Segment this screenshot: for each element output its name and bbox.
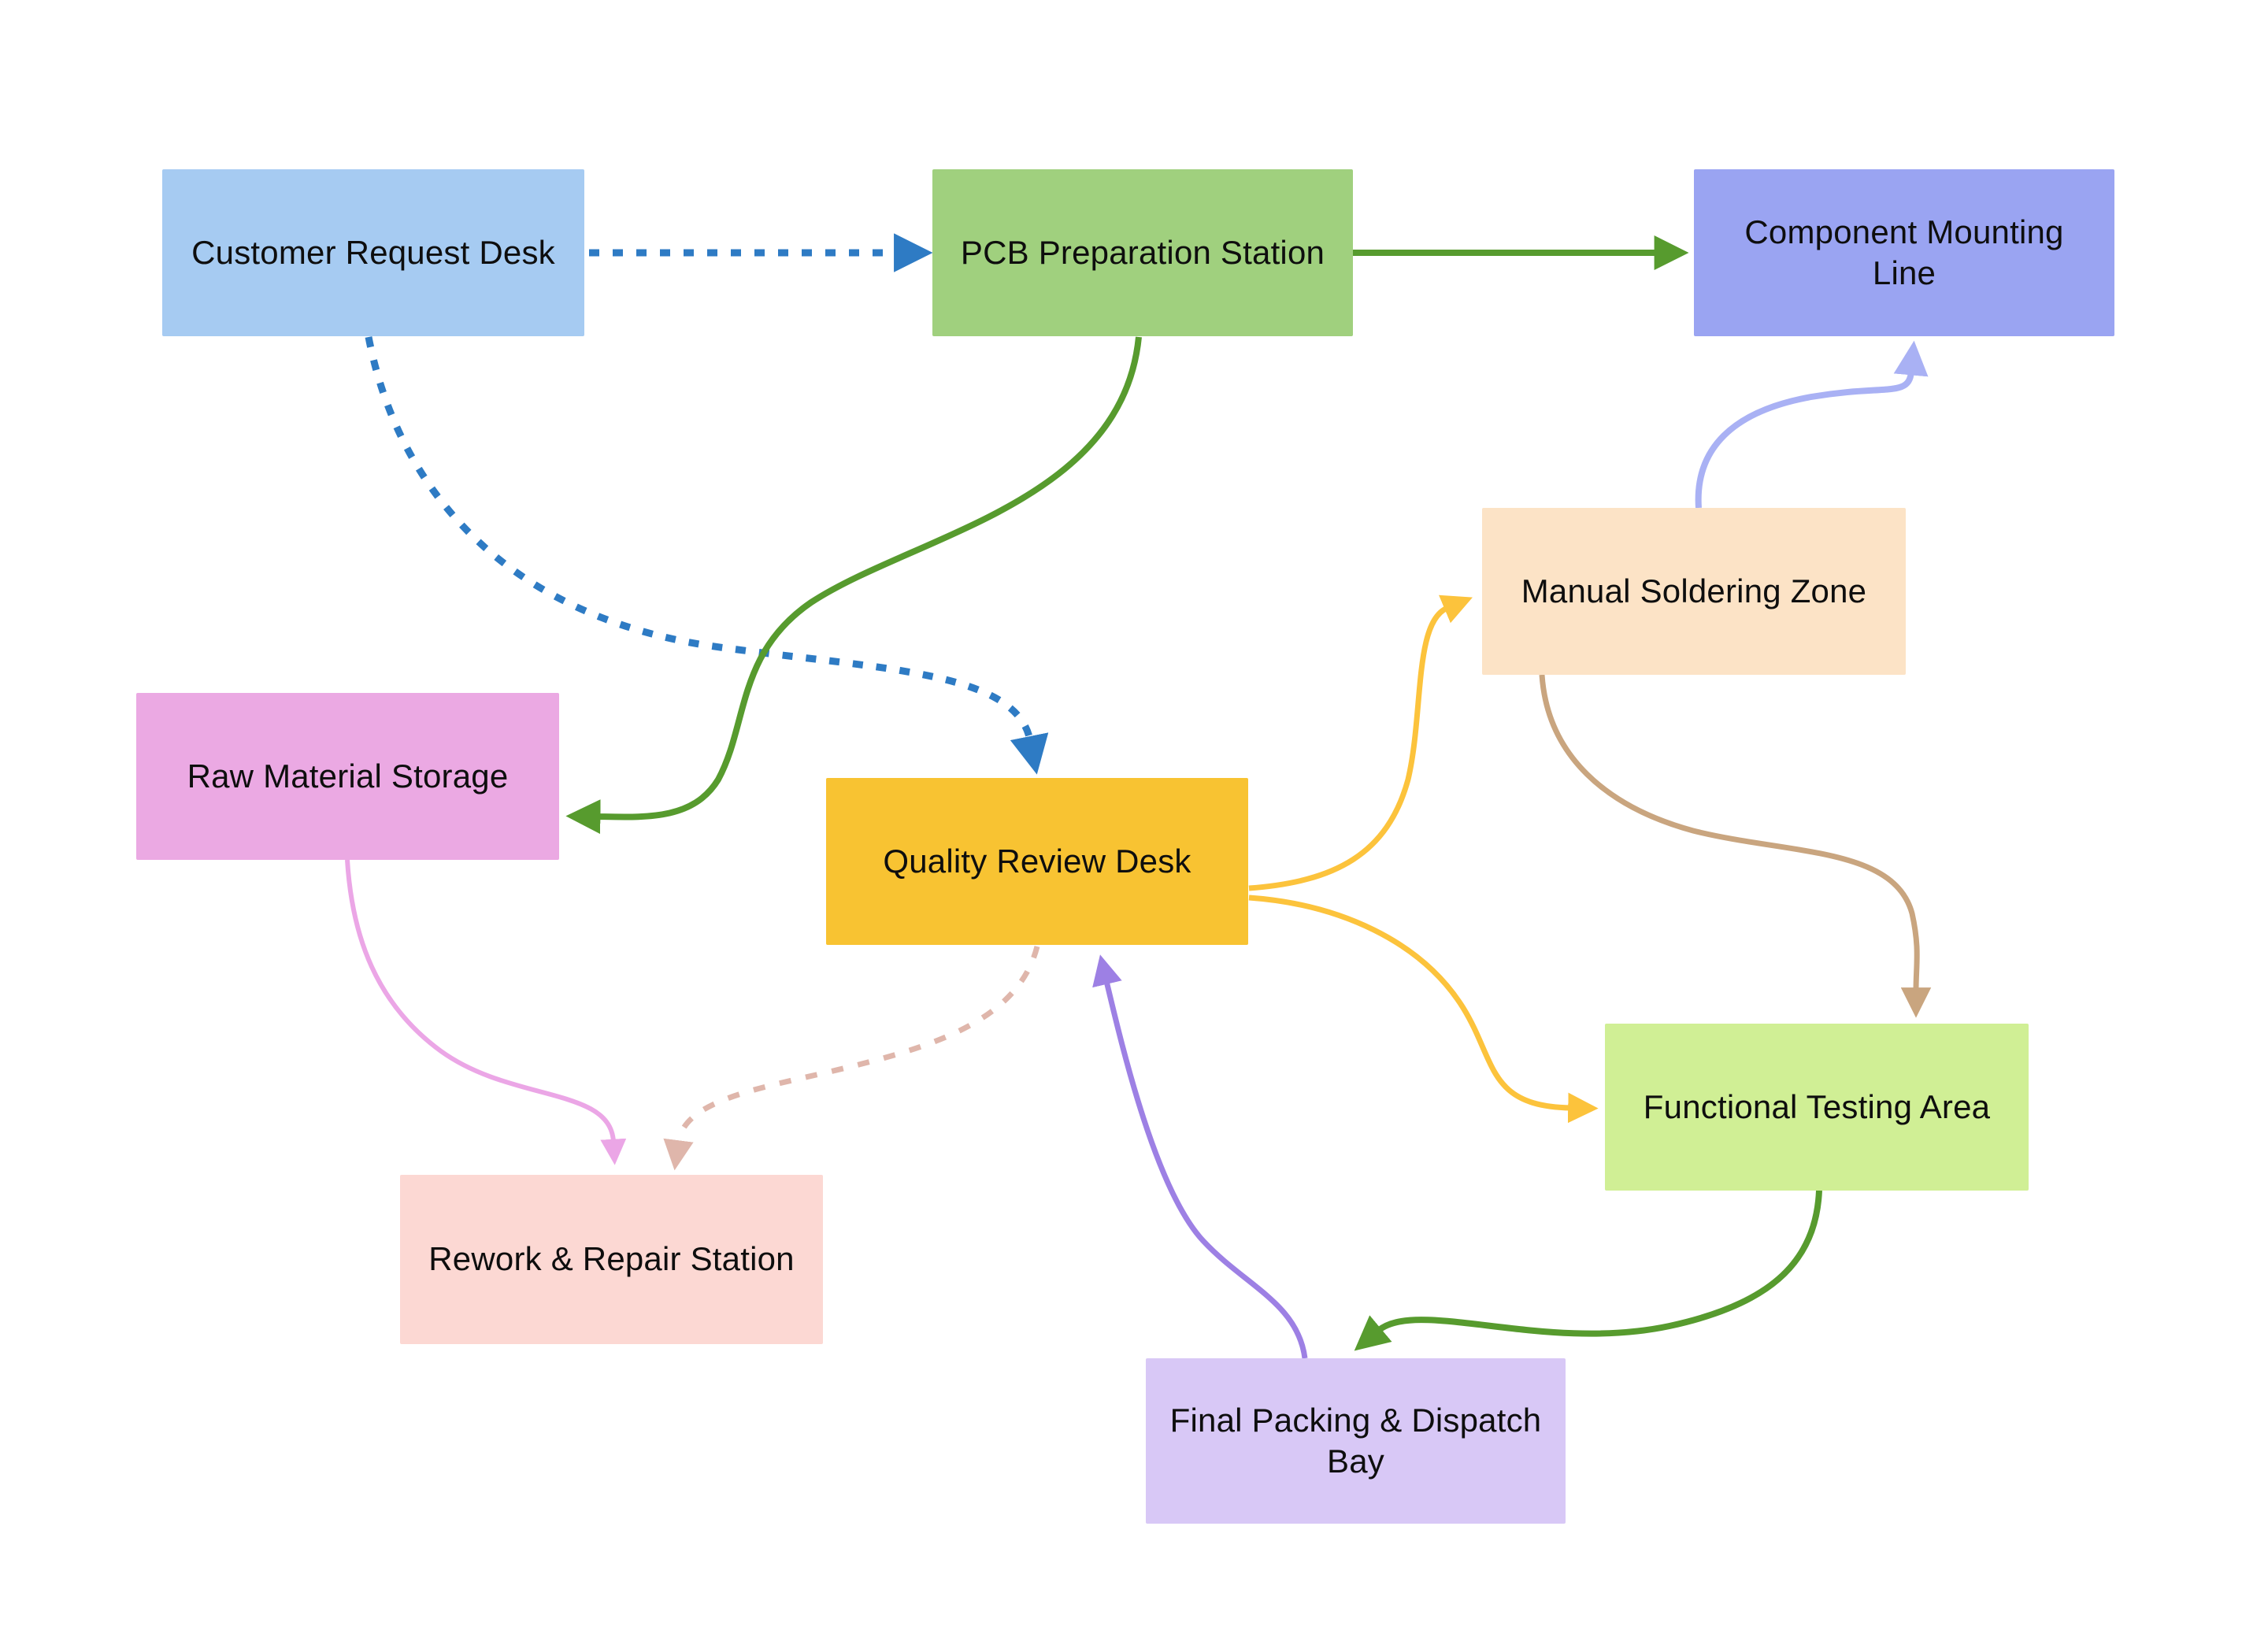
node-pcb-preparation-station[interactable]: PCB Preparation Station bbox=[932, 169, 1353, 336]
node-label: Manual Soldering Zone bbox=[1521, 572, 1867, 609]
edge-customer-request-desk-to-quality-review-desk bbox=[365, 336, 1049, 775]
node-label: Component Mounting Line bbox=[1744, 213, 2064, 292]
edge-raw-material-storage-to-rework-repair-station bbox=[345, 859, 627, 1165]
edge-quality-review-desk-to-rework-repair-station bbox=[663, 946, 1040, 1171]
node-label: Functional Testing Area bbox=[1643, 1087, 1991, 1125]
edge-functional-testing-area-to-final-packing-dispatch-bay bbox=[1354, 1190, 1822, 1351]
node-final-packing-dispatch-bay[interactable]: Final Packing & Dispatch Bay bbox=[1146, 1358, 1566, 1524]
node-functional-testing-area[interactable]: Functional Testing Area bbox=[1605, 1024, 2029, 1191]
node-label: Rework & Repair Station bbox=[428, 1240, 795, 1278]
node-label: Final Packing & Dispatch Bay bbox=[1169, 1401, 1542, 1480]
node-quality-review-desk[interactable]: Quality Review Desk bbox=[826, 778, 1248, 945]
node-label: Customer Request Desk bbox=[191, 233, 555, 271]
edge-manual-soldering-zone-to-component-mounting-line bbox=[1695, 340, 1929, 509]
edge-quality-review-desk-to-manual-soldering-zone bbox=[1248, 594, 1473, 891]
edge-quality-review-desk-to-functional-testing-area bbox=[1248, 895, 1599, 1124]
node-label: PCB Preparation Station bbox=[960, 233, 1325, 271]
node-label: Raw Material Storage bbox=[187, 757, 509, 795]
node-manual-soldering-zone[interactable]: Manual Soldering Zone bbox=[1482, 508, 1906, 675]
node-component-mounting-line[interactable]: Component Mounting Line bbox=[1694, 169, 2114, 336]
node-rework-repair-station[interactable]: Rework & Repair Station bbox=[400, 1175, 823, 1344]
edge-manual-soldering-zone-to-functional-testing-area bbox=[1539, 674, 1932, 1018]
edge-final-packing-dispatch-bay-to-quality-review-desk bbox=[1092, 954, 1308, 1359]
edge-pcb-preparation-station-to-raw-material-storage bbox=[565, 336, 1142, 835]
node-raw-material-storage[interactable]: Raw Material Storage bbox=[136, 693, 559, 860]
node-label: Quality Review Desk bbox=[883, 842, 1191, 880]
node-customer-request-desk[interactable]: Customer Request Desk bbox=[162, 169, 584, 336]
